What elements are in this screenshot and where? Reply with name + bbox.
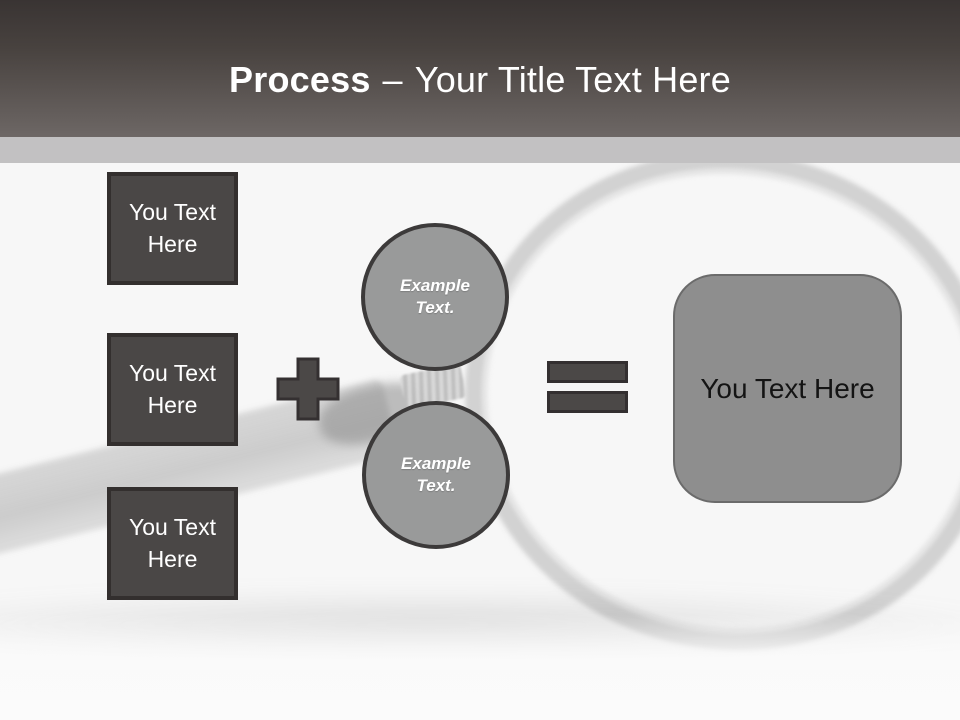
input-box-2[interactable]: You Text Here	[107, 333, 238, 446]
input-box-2-label: You Text Here	[129, 360, 216, 418]
input-box-1-label: You Text Here	[129, 199, 216, 257]
input-box-3[interactable]: You Text Here	[107, 487, 238, 600]
slide-title-dash: –	[382, 59, 403, 100]
example-circle-2[interactable]: Example Text.	[362, 401, 510, 549]
slide-title-keyword: Process	[229, 59, 371, 100]
plus-icon	[276, 357, 340, 421]
example-circle-2-label: Example Text.	[401, 453, 471, 495]
input-box-1[interactable]: You Text Here	[107, 172, 238, 285]
equals-icon	[547, 361, 628, 383]
equals-icon	[547, 391, 628, 413]
result-box-label: You Text Here	[700, 372, 875, 404]
slide-title-rest: Your Title Text Here	[414, 59, 731, 100]
slide-title: Process – Your Title Text Here	[229, 59, 731, 101]
example-circle-1-label: Example Text.	[400, 275, 470, 317]
slide-header: Process – Your Title Text Here	[0, 0, 960, 137]
input-box-3-label: You Text Here	[129, 514, 216, 572]
header-divider-strip	[0, 137, 960, 163]
bottom-fade	[0, 614, 960, 720]
example-circle-1[interactable]: Example Text.	[361, 223, 509, 371]
plus-icon-shape	[276, 357, 340, 421]
result-box[interactable]: You Text Here	[673, 274, 902, 503]
